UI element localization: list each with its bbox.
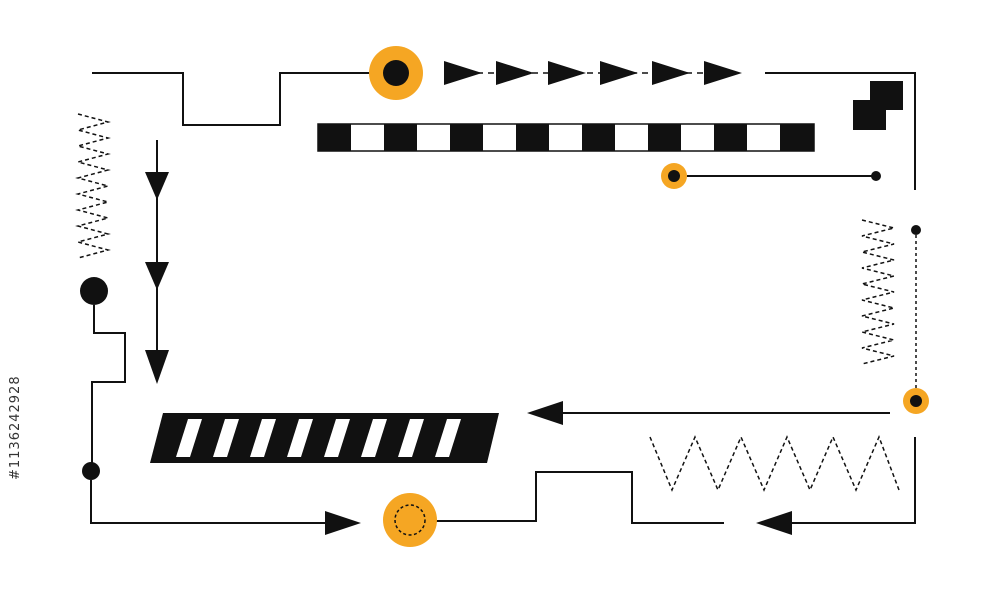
- left-big-dot: [80, 277, 108, 305]
- step-blocks-icon: [853, 81, 903, 130]
- bottom-dashed-zigzag: [649, 435, 900, 492]
- top-right-corner-line: [765, 72, 916, 190]
- left-circuit-line: [91, 305, 126, 465]
- right-orange-node-core: [910, 395, 922, 407]
- down-arrow-head: [145, 350, 169, 384]
- side-id-text: #1136242928: [8, 375, 23, 480]
- right-dashed-zigzag: [861, 219, 895, 365]
- triangle-marker: [444, 61, 482, 85]
- triangle-chain: [444, 61, 742, 85]
- small-orange-node-core: [668, 170, 680, 182]
- left-arrow-head: [527, 401, 563, 425]
- diagonal-stripe-bar: [150, 413, 499, 463]
- down-arrow-line: [145, 140, 169, 384]
- triangle-marker: [600, 61, 638, 85]
- triangle-marker: [548, 61, 586, 85]
- right-top-dot: [911, 225, 921, 235]
- bottom-circuit-line: [436, 471, 724, 524]
- down-arrow-head: [145, 172, 169, 200]
- top-left-circuit-line: [92, 72, 372, 126]
- triangle-marker: [496, 61, 534, 85]
- bottom-left-arrow-head: [756, 511, 792, 535]
- triangle-marker: [704, 61, 742, 85]
- left-small-dot: [82, 462, 100, 480]
- checker-strip: [317, 123, 815, 152]
- bottom-orange-node: [383, 493, 437, 547]
- bottom-right-corner-line: [790, 437, 916, 524]
- connector-end-dot: [871, 171, 881, 181]
- left-dashed-zigzag: [75, 113, 111, 259]
- triangle-marker: [652, 61, 690, 85]
- down-arrow-head: [145, 262, 169, 290]
- bottom-left-line: [90, 480, 325, 524]
- bottom-orange-node-dashed-ring: [394, 504, 426, 536]
- top-orange-node-core: [383, 60, 409, 86]
- bottom-right-arrow-head: [325, 511, 361, 535]
